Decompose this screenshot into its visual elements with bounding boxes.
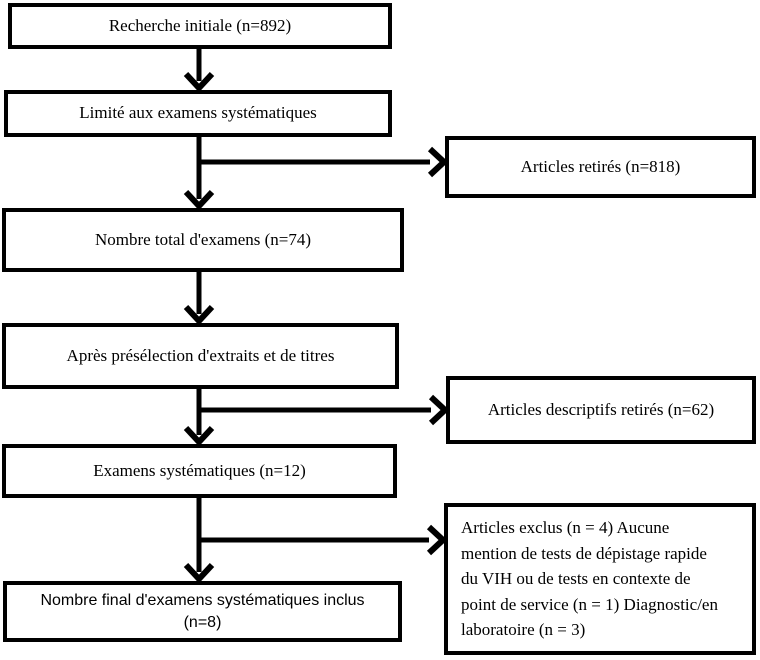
arrow-screening-to-systematic xyxy=(183,389,215,447)
arrow-limited-to-total xyxy=(183,137,215,211)
box-initial-search: Recherche initiale (n=892) xyxy=(8,3,392,49)
arrow-total-to-screening xyxy=(183,272,215,326)
box-initial-search-label: Recherche initiale (n=892) xyxy=(108,15,292,35)
box-after-screening-label: Après présélection d'extraits et de titr… xyxy=(66,345,335,365)
box-final-included-label: Nombre final d'examens systématiques inc… xyxy=(40,591,365,631)
arrow-branch-to-descriptive xyxy=(197,394,450,426)
arrow-initial-to-limited xyxy=(183,48,215,93)
arrow-branch-to-excluded xyxy=(197,524,448,556)
arrow-systematic-to-final xyxy=(183,498,215,584)
box-systematic-reviews-label: Examens systématiques (n=12) xyxy=(93,460,306,480)
box-articles-removed: Articles retirés (n=818) xyxy=(445,136,756,198)
box-after-screening: Après présélection d'extraits et de titr… xyxy=(2,323,399,389)
box-articles-excluded: Articles exclus (n = 4) Aucune mention d… xyxy=(444,503,756,655)
box-articles-removed-label: Articles retirés (n=818) xyxy=(520,156,681,176)
box-articles-excluded-label: Articles exclus (n = 4) Aucune mention d… xyxy=(461,518,718,640)
arrow-branch-to-removed xyxy=(197,146,449,178)
box-final-included: Nombre final d'examens systématiques inc… xyxy=(3,581,402,642)
box-systematic-reviews: Examens systématiques (n=12) xyxy=(2,444,397,498)
box-limited-systematic: Limité aux examens systématiques xyxy=(4,90,392,137)
box-total-reviews-label: Nombre total d'examens (n=74) xyxy=(94,229,312,249)
box-descriptive-removed: Articles descriptifs retirés (n=62) xyxy=(446,376,756,444)
box-limited-systematic-label: Limité aux examens systématiques xyxy=(79,103,317,123)
box-total-reviews: Nombre total d'examens (n=74) xyxy=(2,208,404,272)
box-descriptive-removed-label: Articles descriptifs retirés (n=62) xyxy=(487,399,715,419)
